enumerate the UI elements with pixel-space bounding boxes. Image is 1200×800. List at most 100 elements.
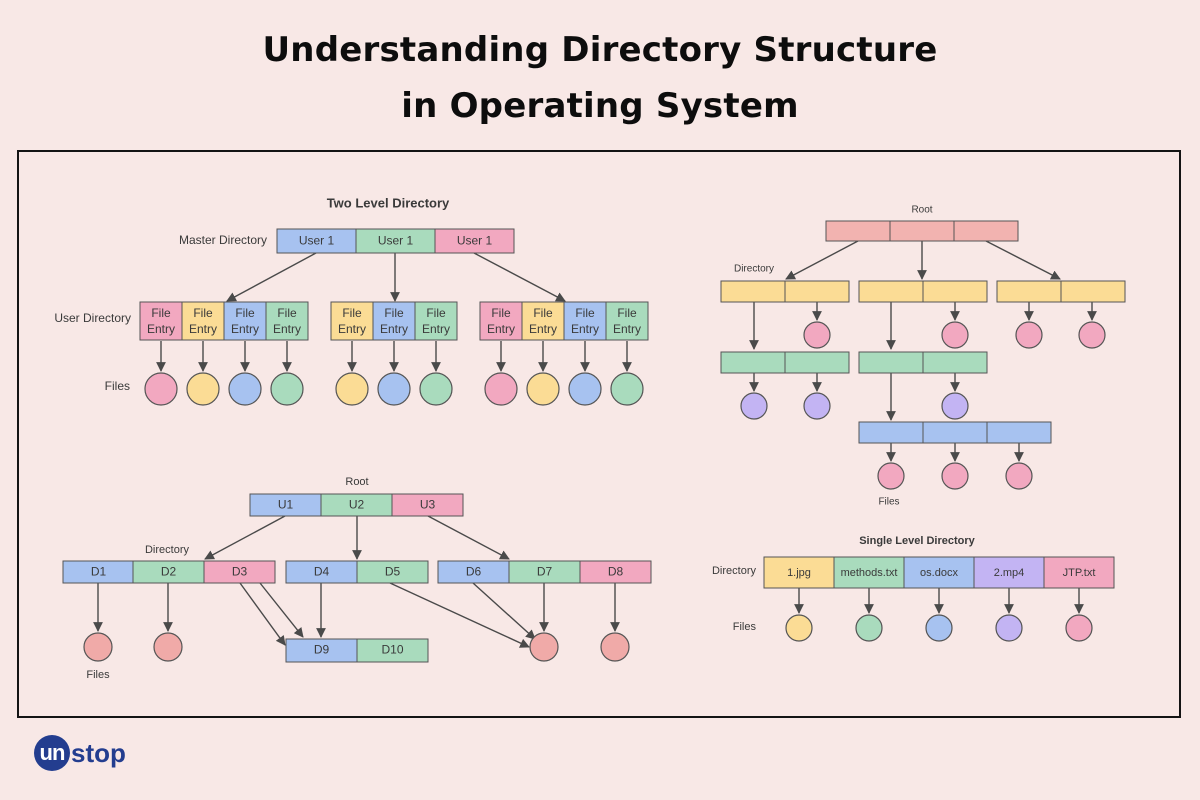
file-entry-label: File xyxy=(426,306,446,320)
user-to-directory-arrow xyxy=(473,252,566,302)
file-node xyxy=(83,632,113,662)
file-node xyxy=(1005,462,1033,490)
acyclic-directory-label: Directory xyxy=(145,544,190,556)
files-label: Files xyxy=(105,379,130,393)
file-node xyxy=(270,372,304,406)
acyclic-dir-cell xyxy=(356,560,429,584)
file-node xyxy=(600,632,630,662)
user-to-directory-arrow xyxy=(226,252,317,302)
file-node xyxy=(1015,321,1043,349)
single-level-file-cell xyxy=(833,556,905,589)
single-level-file-label: 2.mp4 xyxy=(994,567,1025,579)
file-node xyxy=(941,462,969,490)
file-node xyxy=(740,392,768,420)
acyclic-root-label: Root xyxy=(345,476,368,488)
tree-root-cell xyxy=(825,220,891,242)
file-node xyxy=(377,372,411,406)
single-level-file-label: 1.jpg xyxy=(787,567,811,579)
file-entry-label: Entry xyxy=(380,322,408,336)
tree-root-cell xyxy=(953,220,1019,242)
file-node xyxy=(144,372,178,406)
file-entry-label: File xyxy=(533,306,553,320)
acyclic-dir-label: D6 xyxy=(466,565,482,579)
file-entry-cell xyxy=(223,301,267,341)
file-entry-label: File xyxy=(235,306,255,320)
logo-wordmark: stop xyxy=(71,737,126,768)
file-node xyxy=(941,321,969,349)
file-node xyxy=(877,462,905,490)
single-level-file-node xyxy=(995,614,1023,642)
master-user-label: User 1 xyxy=(457,234,493,248)
single-level-file-label: methods.txt xyxy=(841,567,898,579)
tree-directory-cell xyxy=(858,280,924,303)
file-entry-label: Entry xyxy=(231,322,259,336)
master-user-cell xyxy=(434,228,515,254)
tree-directory-cell xyxy=(996,280,1062,303)
file-entry-label: Entry xyxy=(189,322,217,336)
file-entry-label: Entry xyxy=(147,322,175,336)
arrow xyxy=(239,582,286,646)
logo-badge: un xyxy=(34,735,70,771)
file-node xyxy=(228,372,262,406)
acyclic-dir-label: D3 xyxy=(232,565,248,579)
tree-directory-cell xyxy=(784,280,850,303)
file-node xyxy=(1078,321,1106,349)
master-directory-label: Master Directory xyxy=(179,233,267,247)
file-entry-cell xyxy=(479,301,523,341)
arrow xyxy=(427,515,510,560)
file-entry-label: File xyxy=(277,306,297,320)
file-entry-label: File xyxy=(384,306,404,320)
file-entry-label: File xyxy=(617,306,637,320)
acyclic-dir-label: D4 xyxy=(314,565,330,579)
file-node xyxy=(419,372,453,406)
file-node xyxy=(153,632,183,662)
arrow xyxy=(204,515,286,560)
file-entry-label: Entry xyxy=(338,322,366,336)
file-entry-cell xyxy=(265,301,309,341)
master-user-label: User 1 xyxy=(299,234,335,248)
file-entry-cell xyxy=(139,301,183,341)
file-node xyxy=(803,321,831,349)
single-level-file-node xyxy=(1065,614,1093,642)
tree-directory-cell xyxy=(720,280,786,303)
tree-directory-cell xyxy=(858,351,924,374)
file-entry-cell xyxy=(414,301,458,341)
single-level-file-node xyxy=(855,614,883,642)
file-node xyxy=(335,372,369,406)
tree-directory-label: Directory xyxy=(734,264,774,275)
acyclic-subdir-label: D10 xyxy=(381,643,403,657)
file-entry-cell xyxy=(563,301,607,341)
acyclic-dir-label: D2 xyxy=(161,565,177,579)
arrow xyxy=(985,240,1061,280)
tree-directory-cell xyxy=(922,351,988,374)
master-user-cell xyxy=(355,228,436,254)
arrow xyxy=(389,582,530,648)
file-entry-label: File xyxy=(342,306,362,320)
master-user-label: User 1 xyxy=(378,234,414,248)
acyclic-dir-cell xyxy=(203,560,276,584)
single-level-file-cell xyxy=(903,556,975,589)
acyclic-dir-label: D5 xyxy=(385,565,401,579)
two-level-title: Two Level Directory xyxy=(327,195,450,210)
acyclic-dir-label: D8 xyxy=(608,565,624,579)
tree-directory-cell xyxy=(922,421,988,444)
file-entry-label: File xyxy=(575,306,595,320)
tree-directory-cell xyxy=(858,421,924,444)
page-title-line-2: in Operating System xyxy=(401,86,799,126)
acyclic-dir-cell xyxy=(579,560,652,584)
tree-directory-cell xyxy=(922,280,988,303)
file-entry-cell xyxy=(521,301,565,341)
arrow xyxy=(259,582,304,638)
single-level-file-node xyxy=(925,614,953,642)
file-node xyxy=(484,372,518,406)
file-entry-label: Entry xyxy=(571,322,599,336)
single-level-file-label: os.docx xyxy=(920,567,958,579)
file-entry-cell xyxy=(181,301,225,341)
file-entry-label: File xyxy=(491,306,511,320)
file-entry-cell xyxy=(605,301,649,341)
acyclic-user-label: U3 xyxy=(420,498,436,512)
tree-files-label: Files xyxy=(878,497,899,508)
acyclic-user-label: U2 xyxy=(349,498,365,512)
page-title-line-1: Understanding Directory Structure xyxy=(262,30,938,70)
